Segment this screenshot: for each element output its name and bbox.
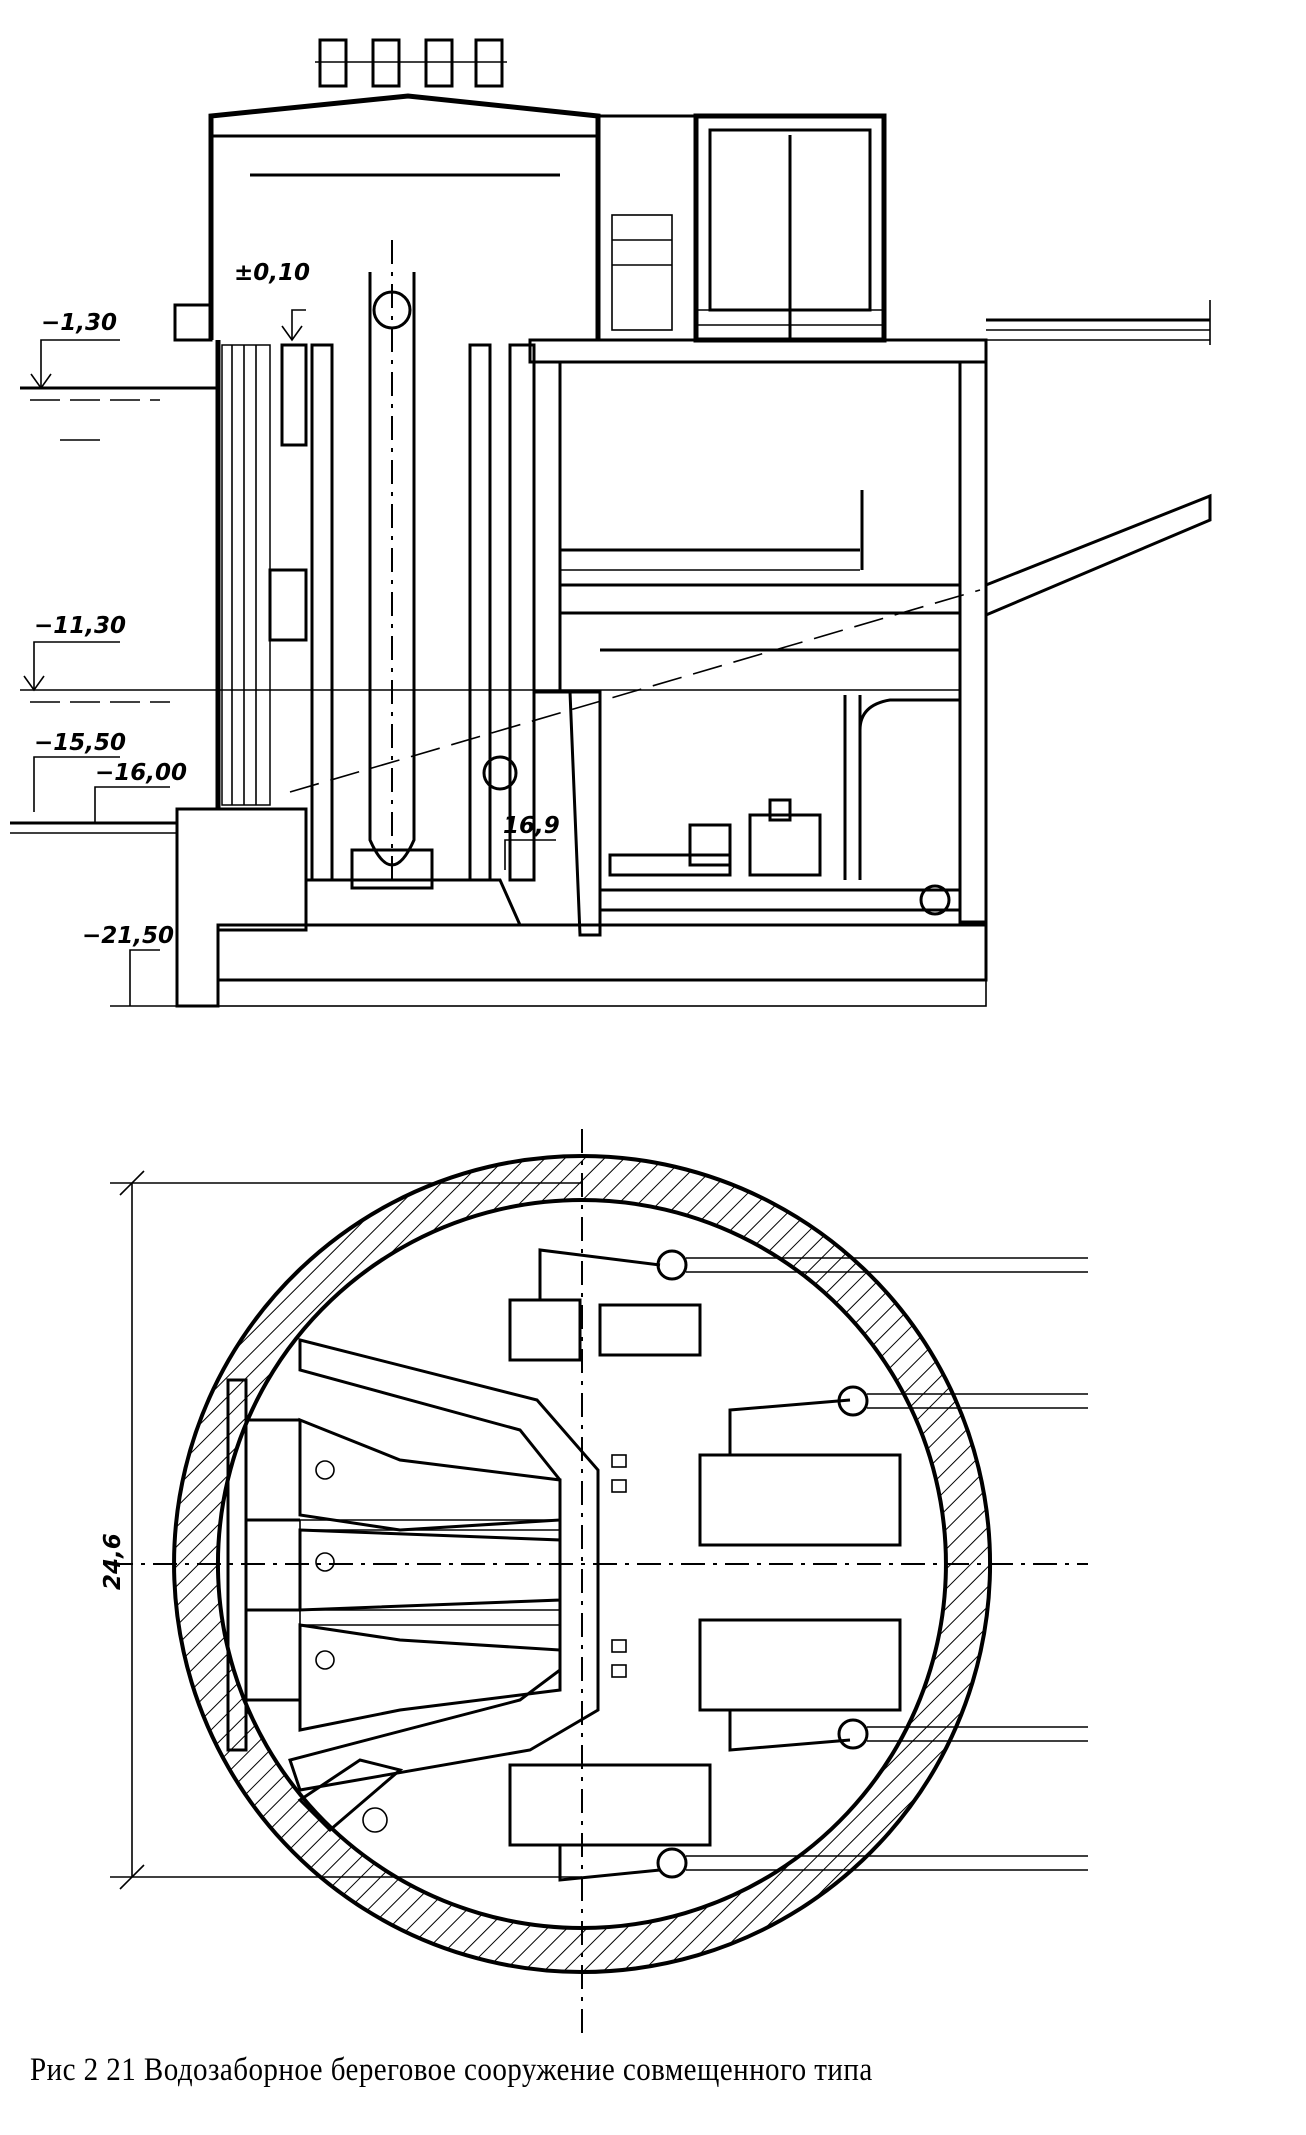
level-label-pump-axis: 16,9	[503, 813, 560, 839]
level-label-ground: −16,00	[95, 760, 187, 786]
plan-view: 24,6	[100, 1129, 1088, 2040]
pumps	[508, 1248, 902, 1882]
deck	[528, 300, 1211, 364]
pump-house	[532, 360, 988, 937]
level-label-water-high: −1,30	[41, 310, 117, 336]
intake-shaft	[215, 240, 536, 890]
section-view: −1,30 ±0,10 −11,30 −15,50 −16,00 16,9 −2…	[10, 38, 1212, 1008]
roof-vents	[315, 38, 507, 88]
diameter-dimension: 24,6	[100, 1170, 582, 1890]
intake-chambers	[226, 1338, 600, 1833]
level-label-water-low: −11,30	[34, 613, 126, 639]
bank-slope	[984, 493, 1212, 618]
figure-caption: Рис 2 21 Водозаборное береговое сооружен…	[30, 2052, 873, 2088]
outlet-pipes	[686, 1257, 1088, 1871]
level-label-1550: −15,50	[34, 730, 126, 756]
building	[173, 93, 887, 343]
foundation	[175, 807, 988, 1008]
water-levels	[10, 386, 981, 1007]
level-label-bottom: −21,50	[82, 923, 174, 949]
level-markers: −1,30 ±0,10 −11,30 −15,50 −16,00 16,9 −2…	[23, 260, 560, 1006]
pump-unit	[608, 798, 822, 877]
diameter-label: 24,6	[100, 1533, 126, 1590]
level-label-top: ±0,10	[234, 260, 310, 286]
